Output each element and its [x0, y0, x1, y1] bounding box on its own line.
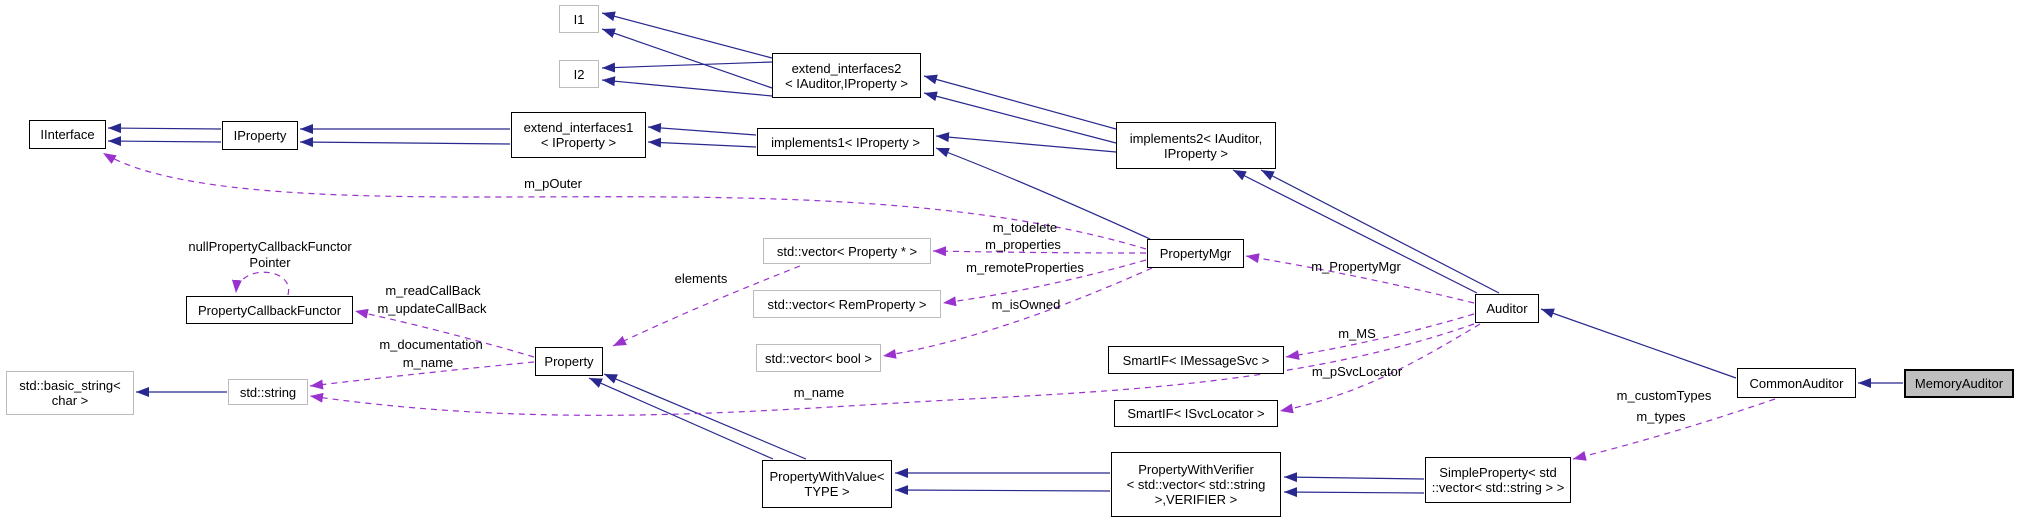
edge-label-m-types: m_types [1636, 409, 1686, 424]
edge-auditor-to-smartif-isvclocator [1279, 323, 1481, 414]
edge-label-nullpropertycallbackfunctor-pointer: nullPropertyCallbackFunctor Pointer [188, 239, 352, 270]
edge-label-m-pouter: m_pOuter [524, 176, 582, 191]
edge-label-m-customtypes: m_customTypes [1616, 388, 1712, 403]
edge-iproperty-to-iinterface-b [107, 136, 222, 147]
class-node-implements1[interactable]: implements1< IProperty > [757, 128, 934, 156]
edge-property-to-stdstring [309, 361, 535, 390]
class-node-extend-interfaces1[interactable]: extend_interfaces1 < IProperty > [511, 112, 646, 158]
edge-label-m-readcallback: m_readCallBack [385, 283, 481, 298]
edge-implements2-to-extend-interfaces2-a [923, 74, 1117, 130]
class-node-iinterface[interactable]: IInterface [29, 120, 106, 149]
edge-label-m-name-property: m_name [402, 355, 454, 370]
edge-label-m-remoteproperties: m_remoteProperties [966, 260, 1084, 275]
edge-auditor-to-smartif-imessagesvc [1285, 313, 1475, 360]
edge-extend-interfaces2-to-i1-b [601, 28, 773, 89]
class-node-memoryauditor[interactable]: MemoryAuditor [1904, 369, 2014, 398]
edge-label-m-ms: m_MS [1338, 326, 1376, 341]
class-node-extend-interfaces2[interactable]: extend_interfaces2 < IAuditor,IProperty … [772, 53, 921, 98]
edge-propertywithverifier-to-propertywithvalue-b [894, 485, 1111, 496]
edge-propertywithvalue-to-property-a [588, 377, 774, 460]
edge-auditor-to-propertymgr [1245, 253, 1475, 304]
edge-implements2-to-implements1 [935, 132, 1117, 153]
edge-implements1-to-extend-interfaces1-b [647, 137, 757, 148]
class-node-property[interactable]: Property [535, 347, 603, 376]
edge-auditor-to-implements2-b [1260, 169, 1500, 294]
edge-propertywithvalue-to-property-b [603, 373, 807, 460]
edge-propertymgr-to-vector-remproperty [942, 259, 1147, 307]
edge-auditor-to-stdstring [309, 323, 1475, 416]
edge-property-to-propertycallbackfunctor [354, 308, 535, 358]
class-node-i1[interactable]: I1 [559, 5, 599, 33]
edge-label-m-todelete: m_todelete [992, 220, 1058, 235]
edge-extend-interfaces2-to-i2-a [601, 61, 773, 73]
edge-propertymgr-to-vector-property [932, 246, 1147, 257]
class-node-smartif-imessagesvc[interactable]: SmartIF< IMessageSvc > [1108, 346, 1284, 374]
class-node-stdstring[interactable]: std::string [228, 379, 308, 405]
edge-label-m-updatecallback: m_updateCallBack [377, 301, 487, 316]
edge-label-elements: elements [674, 271, 728, 286]
edge-propertycallbackfunctor-self-loop [231, 271, 290, 296]
edge-implements2-to-extend-interfaces2-b [923, 91, 1117, 144]
edge-propertymgr-to-implements1 [935, 147, 1151, 240]
edge-implements1-to-extend-interfaces1-a [647, 122, 757, 136]
class-node-propertywithvalue[interactable]: PropertyWithValue< TYPE > [762, 460, 892, 508]
edge-auditor-to-implements2-a [1232, 169, 1478, 294]
class-node-smartif-isvclocator[interactable]: SmartIF< ISvcLocator > [1114, 400, 1278, 427]
class-node-vector-remproperty[interactable]: std::vector< RemProperty > [753, 290, 941, 318]
edge-simpleproperty-to-propertywithverifier-b [1283, 487, 1425, 498]
edge-vector-property-to-property-elements [612, 265, 801, 347]
edge-label-m-isowned: m_isOwned [991, 297, 1061, 312]
class-node-iproperty[interactable]: IProperty [222, 121, 298, 150]
edge-propertymgr-to-vector-bool [882, 267, 1153, 359]
class-node-commonauditor[interactable]: CommonAuditor [1737, 368, 1856, 398]
edge-extend-interfaces2-to-i2-b [601, 76, 773, 97]
class-node-vector-bool[interactable]: std::vector< bool > [756, 344, 881, 372]
class-node-vector-property[interactable]: std::vector< Property * > [763, 238, 931, 264]
edge-label-m-psvclocator: m_pSvcLocator [1311, 364, 1403, 379]
edge-extend-interfaces1-to-iproperty-b [299, 137, 511, 148]
class-node-implements2[interactable]: implements2< IAuditor, IProperty > [1116, 122, 1276, 169]
edge-label-m-properties: m_properties [985, 237, 1061, 252]
edge-label-m-propertymgr: m_PropertyMgr [1311, 259, 1401, 274]
class-node-basicstring[interactable]: std::basic_string< char > [6, 371, 134, 415]
class-node-propertycallbackfunctor[interactable]: PropertyCallbackFunctor [186, 296, 353, 324]
class-node-propertymgr[interactable]: PropertyMgr [1147, 239, 1244, 268]
edge-extend-interfaces2-to-i1-a [601, 11, 773, 59]
edge-commonauditor-to-auditor [1540, 308, 1737, 379]
class-node-i2[interactable]: I2 [559, 60, 599, 88]
class-node-auditor[interactable]: Auditor [1475, 294, 1539, 323]
edge-simpleproperty-to-propertywithverifier-a [1283, 472, 1425, 483]
edge-iproperty-to-iinterface-a [107, 123, 222, 134]
edge-propertymgr-to-iinterface-m-pouter [102, 152, 1147, 250]
edge-label-m-documentation: m_documentation [379, 337, 483, 352]
class-node-simpleproperty[interactable]: SimpleProperty< std ::vector< std::strin… [1425, 457, 1571, 503]
edge-label-m-name-auditor: m_name [793, 385, 845, 400]
edge-commonauditor-to-simpleproperty [1572, 398, 1776, 461]
class-node-propertywithverifier[interactable]: PropertyWithVerifier < std::vector< std:… [1111, 452, 1281, 517]
